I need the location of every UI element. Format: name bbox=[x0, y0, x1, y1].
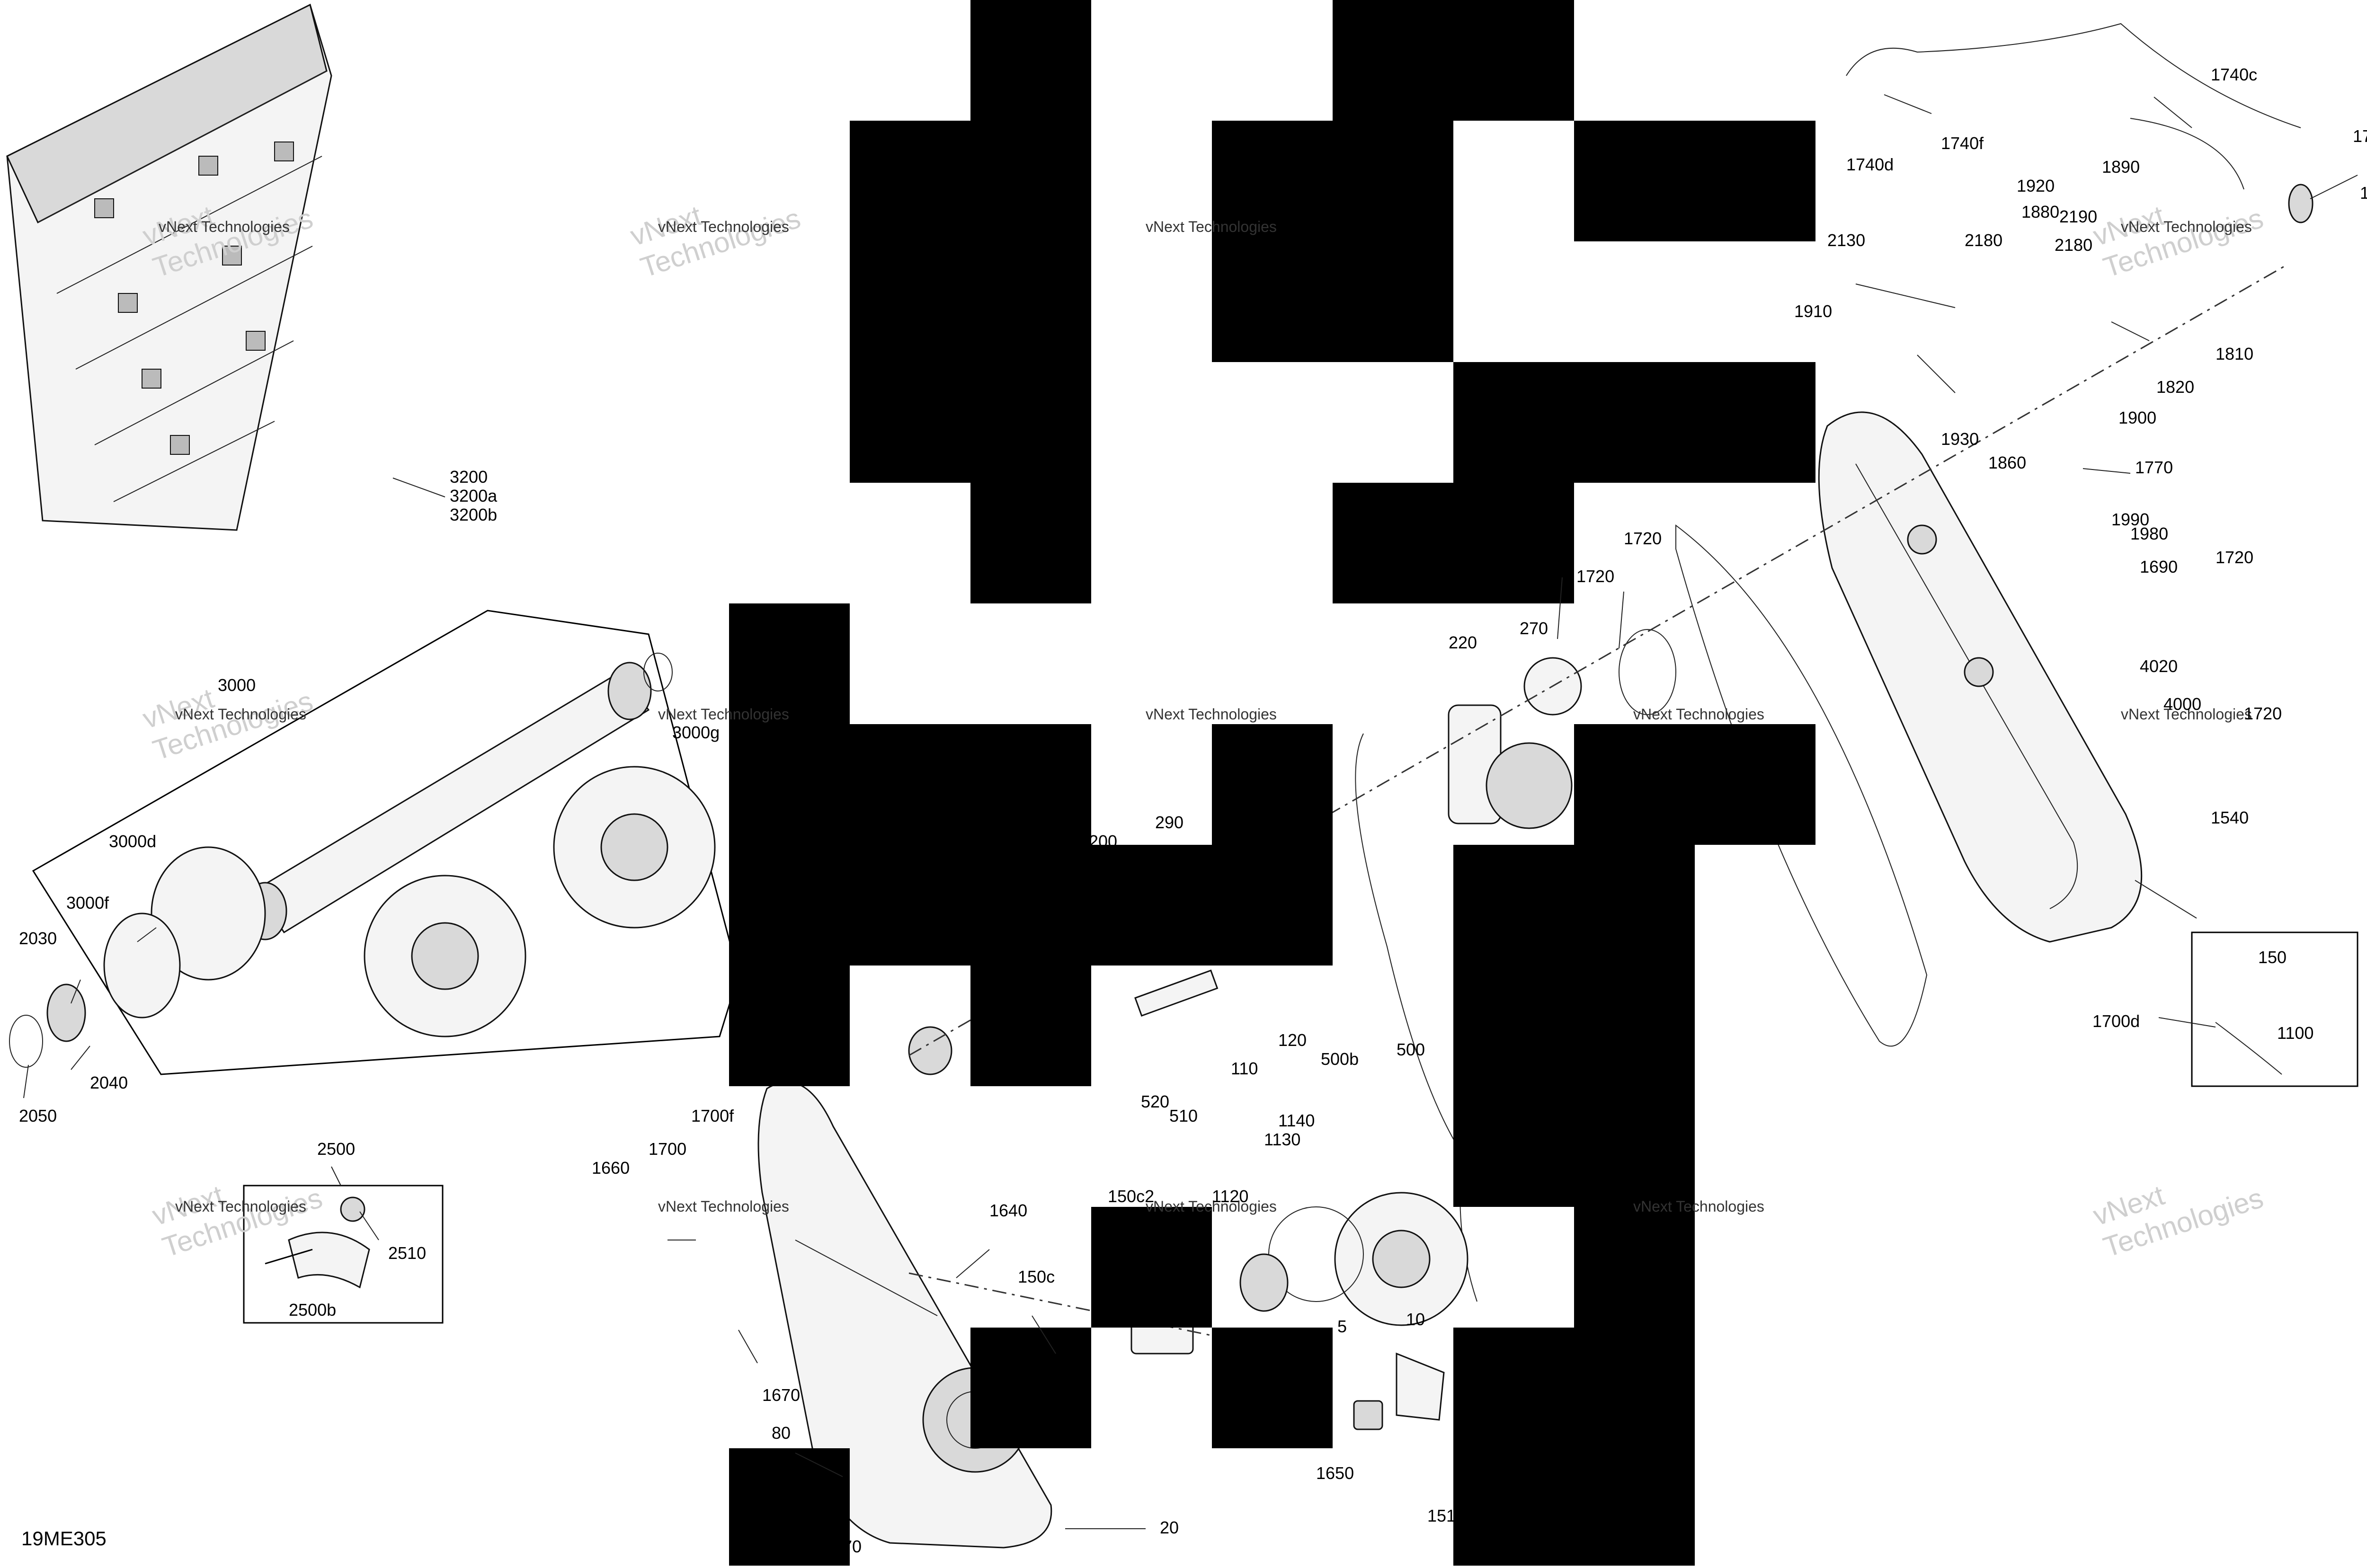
part-label: 1510 bbox=[1427, 1506, 1465, 1525]
watermark-small: vNext Technologies bbox=[1146, 1198, 1277, 1215]
watermark-small: vNext Technologies bbox=[1146, 218, 1277, 235]
part-label: 2130 bbox=[1827, 230, 1865, 250]
part-label: 2500b bbox=[289, 1300, 336, 1320]
part-label: 2510 bbox=[388, 1243, 426, 1263]
part-label: 20 bbox=[1160, 1518, 1179, 1537]
part-label: 1660 bbox=[592, 1158, 630, 1178]
watermark-small: vNext Technologies bbox=[1146, 706, 1277, 723]
part-label: 1540 bbox=[2211, 808, 2249, 827]
part-label: 1130 bbox=[1264, 1130, 1300, 1149]
part-label: 3200b bbox=[450, 505, 497, 524]
part-label: 270 bbox=[1520, 619, 1548, 638]
part-label: 1650 bbox=[1316, 1463, 1354, 1483]
part-label: 1740f bbox=[1941, 133, 1984, 153]
part-label: 3000f bbox=[66, 893, 109, 912]
part-label: 2180 bbox=[1965, 230, 2002, 250]
watermark-small: vNext Technologies bbox=[2121, 706, 2252, 723]
watermark-small: vNext Technologies bbox=[159, 218, 290, 235]
part-label: 200 bbox=[1089, 832, 1117, 851]
part-label: 1740c bbox=[2211, 65, 2257, 84]
part-label: 1810 bbox=[2216, 344, 2253, 363]
part-label: 1720 bbox=[1576, 567, 1614, 586]
part-label: 1990 bbox=[2111, 510, 2149, 529]
part-label: 510 bbox=[1169, 1106, 1198, 1125]
part-label: 10 bbox=[1406, 1310, 1425, 1329]
part-label: 1720 bbox=[2244, 704, 2282, 723]
part-label: 2500 bbox=[317, 1139, 355, 1159]
part-label: 1860 bbox=[1988, 453, 2026, 472]
watermark-small: vNext Technologies bbox=[658, 218, 789, 235]
part-label: 3000d bbox=[109, 832, 156, 851]
part-label: 3200a bbox=[450, 486, 498, 505]
part-label: 1700 bbox=[649, 1139, 686, 1159]
part-label: 220 bbox=[1449, 633, 1477, 652]
part-label: 1640 bbox=[989, 1201, 1027, 1220]
part-label: 1770 bbox=[2135, 458, 2173, 477]
part-label: 5 bbox=[1337, 1317, 1347, 1336]
part-label: 1700d bbox=[2092, 1011, 2140, 1031]
part-labels: 32003200a3200b30003000g3000d3000f2030204… bbox=[19, 65, 2367, 1556]
part-label: 150c2 bbox=[1108, 1187, 1154, 1206]
part-label: 1890 bbox=[2102, 157, 2140, 177]
redaction-blocks bbox=[729, 0, 1815, 1566]
part-label: 1610 bbox=[1576, 1378, 1614, 1398]
part-label: 150 bbox=[2258, 948, 2287, 967]
part-label: 1910 bbox=[1794, 301, 1832, 321]
part-label: 2190 bbox=[2059, 207, 2097, 226]
part-label: 500b bbox=[1321, 1049, 1359, 1069]
diagram-code: 19ME305 bbox=[21, 1527, 107, 1550]
leader-lines bbox=[23, 97, 2358, 1529]
part-label: 1690 bbox=[2140, 557, 2178, 576]
part-label: 70 bbox=[843, 1537, 862, 1556]
watermark-small: vNext Technologies bbox=[1633, 706, 1764, 723]
part-label: 2030 bbox=[19, 929, 57, 948]
part-label: 80 bbox=[772, 1423, 791, 1443]
part-label: 1740d bbox=[1846, 155, 1894, 174]
driveshaft-detail bbox=[9, 610, 739, 1075]
part-label: 1900 bbox=[2118, 408, 2156, 427]
part-label: 3000g bbox=[672, 723, 720, 742]
part-label: 1120 bbox=[1212, 1187, 1248, 1206]
part-label: 2180 bbox=[2055, 235, 2092, 255]
part-label: 520 bbox=[1141, 1092, 1169, 1111]
part-label: 1140 bbox=[1278, 1111, 1315, 1130]
part-label: 1740b bbox=[2353, 126, 2367, 146]
part-label: 1700f bbox=[691, 1106, 734, 1125]
part-label: 4020 bbox=[2140, 656, 2178, 676]
part-label: 4000 bbox=[2163, 694, 2201, 714]
part-label: 1740a bbox=[2360, 183, 2367, 203]
part-label: 1820 bbox=[2156, 377, 2194, 397]
watermark-small: vNext Technologies bbox=[1633, 1198, 1764, 1215]
watermark-small: vNext Technologies bbox=[658, 706, 789, 723]
inset-2500 bbox=[243, 1185, 444, 1324]
part-label: 1100 bbox=[2277, 1023, 2314, 1043]
part-label: 1880 bbox=[2021, 202, 2059, 221]
part-label: 120 bbox=[1278, 1030, 1307, 1050]
part-label: 500 bbox=[1397, 1040, 1425, 1059]
watermark-small: vNext Technologies bbox=[658, 1198, 789, 1215]
part-label: 1670 bbox=[762, 1385, 800, 1405]
part-label: 1920 bbox=[2017, 176, 2055, 195]
part-label: 1720 bbox=[2216, 548, 2253, 567]
part-label: 290 bbox=[1155, 813, 1184, 832]
part-label: 260 bbox=[1037, 846, 1065, 865]
watermark-small: vNext Technologies bbox=[175, 706, 306, 723]
watermark-small: vNext Technologies bbox=[175, 1198, 306, 1215]
right-cover bbox=[1818, 23, 2358, 1087]
part-label: 1720 bbox=[1624, 529, 1662, 548]
part-label: 2040 bbox=[90, 1073, 128, 1092]
part-label: 150c bbox=[1018, 1267, 1055, 1286]
part-label: 3200 bbox=[450, 467, 488, 487]
part-label: 210 bbox=[966, 888, 994, 908]
part-label: 2050 bbox=[19, 1106, 57, 1125]
part-label: 1930 bbox=[1941, 429, 1979, 449]
part-label: 3000 bbox=[218, 675, 256, 695]
track-illustration bbox=[6, 3, 332, 531]
part-label: 1980 bbox=[2130, 524, 2168, 543]
part-label: 110 bbox=[1231, 1059, 1258, 1078]
watermark-small: vNext Technologies bbox=[2121, 218, 2252, 235]
